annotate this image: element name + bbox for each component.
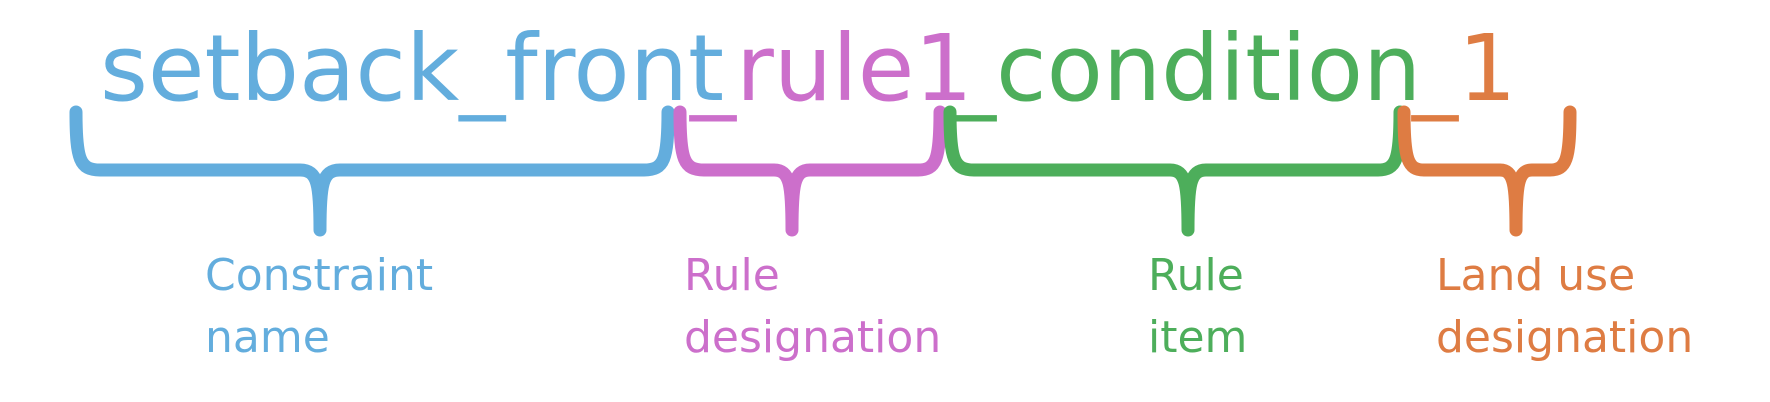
label-line-1: Land use bbox=[1436, 250, 1636, 301]
label-line-1: Constraint bbox=[205, 250, 434, 301]
segment-land-use-designation: _1 bbox=[1411, 15, 1517, 122]
label-land-use-designation: Land use designation bbox=[1436, 245, 1693, 369]
segment-constraint-name: setback_front bbox=[100, 15, 724, 122]
brace-rule-item bbox=[943, 105, 1407, 237]
label-constraint-name: Constraint name bbox=[205, 245, 433, 369]
label-line-1: Rule bbox=[1148, 250, 1244, 301]
label-line-2: designation bbox=[1436, 312, 1694, 363]
label-line-2: item bbox=[1148, 312, 1248, 363]
label-rule-item: Rule item bbox=[1148, 245, 1247, 369]
brace-constraint-name bbox=[69, 105, 675, 237]
segment-rule-designation: _rule1 bbox=[689, 15, 973, 122]
label-rule-designation: Rule designation bbox=[684, 245, 941, 369]
segment-rule-item: _condition bbox=[949, 15, 1421, 122]
label-line-1: Rule bbox=[684, 250, 780, 301]
label-line-2: designation bbox=[684, 312, 942, 363]
brace-land-use-designation bbox=[1397, 105, 1577, 237]
label-line-2: name bbox=[205, 312, 330, 363]
brace-rule-designation bbox=[673, 105, 947, 237]
